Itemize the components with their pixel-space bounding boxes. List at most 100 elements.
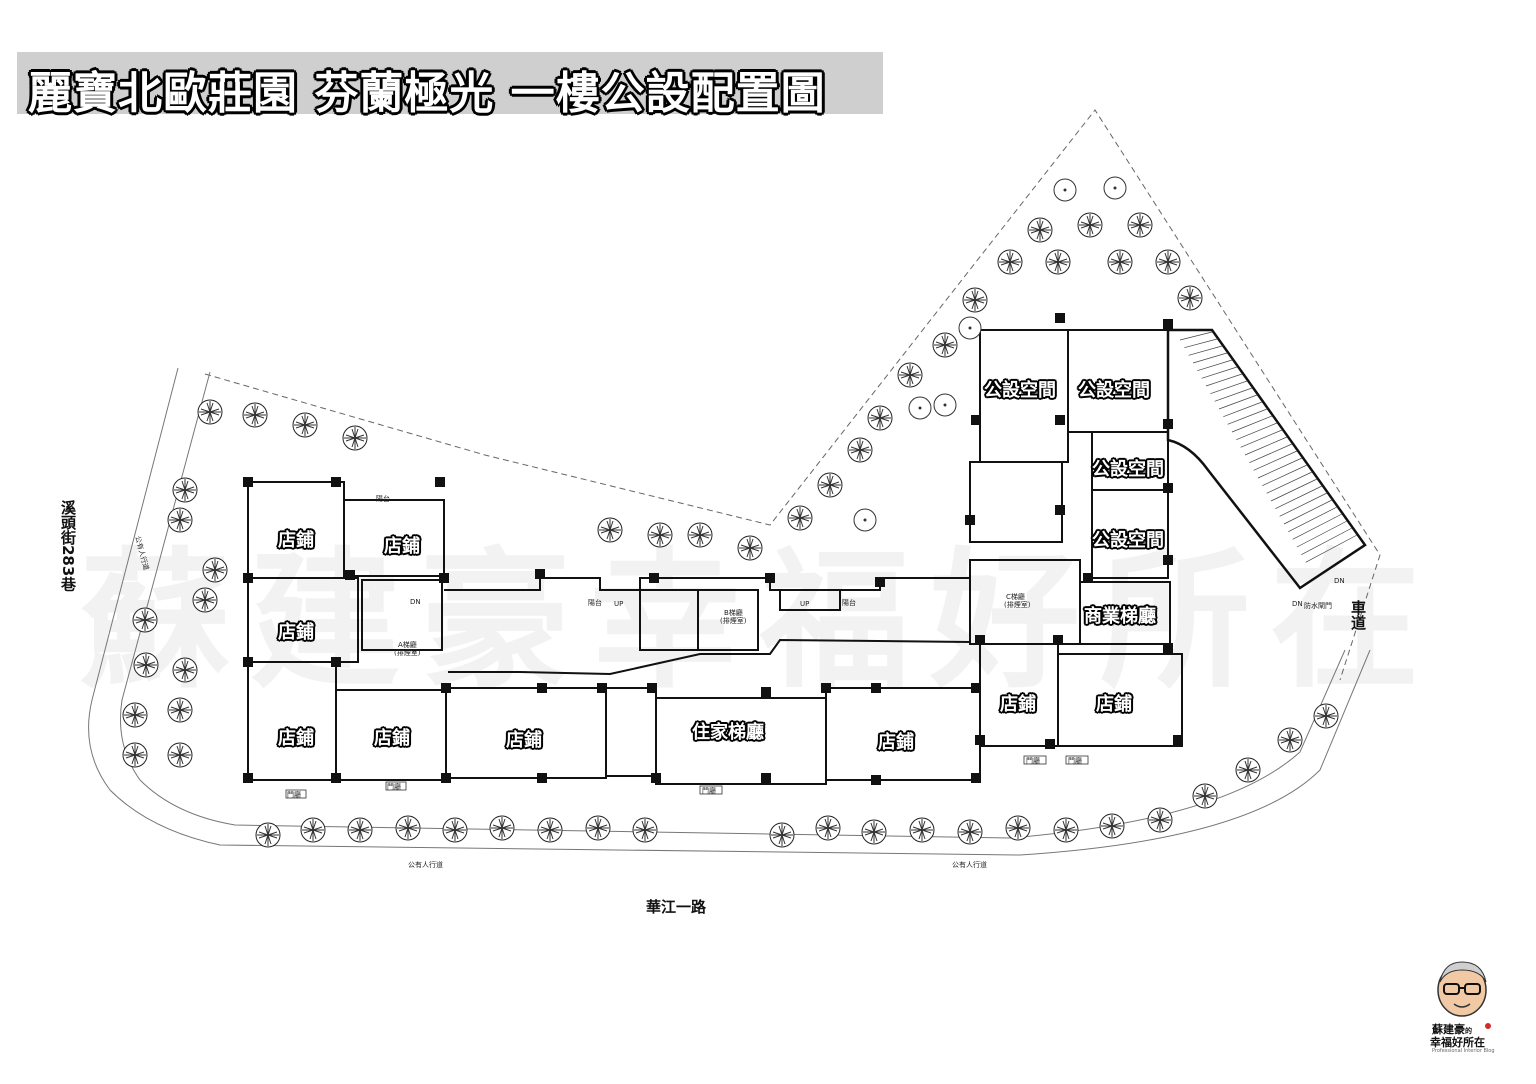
ramp-stripe xyxy=(1223,401,1263,417)
tree-icon xyxy=(172,657,198,683)
column xyxy=(761,687,771,697)
stair-a-label: A梯廳 xyxy=(398,641,417,649)
column xyxy=(439,573,449,583)
tree-icon xyxy=(737,535,763,561)
tree-icon xyxy=(1155,249,1181,275)
column xyxy=(1173,735,1183,745)
tree-icon xyxy=(1103,176,1127,200)
column xyxy=(647,683,657,693)
column xyxy=(651,773,661,783)
tree-icon xyxy=(167,507,193,533)
tree-icon xyxy=(908,396,932,420)
tree-icon xyxy=(787,505,813,531)
column xyxy=(1163,555,1173,565)
column xyxy=(871,775,881,785)
logo-tagline: 幸福好所在 xyxy=(1430,1036,1485,1049)
title-banner xyxy=(17,52,883,114)
tree-icon xyxy=(1053,817,1079,843)
balcony-label: 陽台 xyxy=(376,495,390,503)
floodgate-label: 防水閘門 xyxy=(1304,602,1332,610)
tree-icon xyxy=(489,815,515,841)
ramp-stripe xyxy=(1301,527,1353,555)
ramp-stripe xyxy=(1214,387,1253,402)
column xyxy=(971,683,981,693)
tree-icon xyxy=(1107,249,1133,275)
ramp-stripe xyxy=(1210,380,1248,394)
column xyxy=(975,735,985,745)
column xyxy=(1055,505,1065,515)
column xyxy=(975,635,985,645)
commercial-lobby-label: 商業梯廳 xyxy=(1084,606,1156,627)
tree-icon xyxy=(958,316,982,340)
column xyxy=(441,773,451,783)
ramp-stripe xyxy=(1253,450,1298,471)
ramp-stripe xyxy=(1296,520,1348,548)
tree-icon xyxy=(1005,815,1031,841)
column xyxy=(965,515,975,525)
watermark: 蘇建豪幸福好所在 xyxy=(80,535,1441,709)
column xyxy=(537,683,547,693)
ramp-stripe xyxy=(1240,429,1283,448)
tree-icon xyxy=(202,557,228,583)
ramp-stripe xyxy=(1188,345,1223,356)
tree-icon xyxy=(342,425,368,451)
column xyxy=(971,415,981,425)
column xyxy=(821,683,831,693)
tree-icon xyxy=(585,815,611,841)
column xyxy=(331,657,341,667)
ramp-stripe xyxy=(1236,422,1278,440)
shop-label: 店鋪 xyxy=(278,622,314,643)
stair-b-sub-label: (排煙室) xyxy=(720,617,747,625)
balcony-label: 陽台 xyxy=(588,599,602,607)
logo-sub: Professional Interior Blog xyxy=(1432,1048,1495,1054)
building-walls xyxy=(247,329,1183,785)
dn-label: DN xyxy=(410,598,421,606)
ramp-stripe xyxy=(1292,513,1343,540)
column xyxy=(331,477,341,487)
column xyxy=(1055,313,1065,323)
door-label: 門廳 xyxy=(702,787,716,795)
shop-label: 店鋪 xyxy=(506,730,542,751)
column xyxy=(537,773,547,783)
column xyxy=(1053,635,1063,645)
logo-name: 蘇建豪的 xyxy=(1432,1023,1472,1036)
tree-icon xyxy=(909,817,935,843)
tree-icon xyxy=(197,399,223,425)
balcony-label: 陽台 xyxy=(842,599,856,607)
tree-icon xyxy=(1045,249,1071,275)
public-space-label: 公設空間 xyxy=(984,380,1056,401)
up-label: UP xyxy=(800,600,810,608)
tree-icon xyxy=(122,702,148,728)
tree-icon xyxy=(1127,212,1153,238)
column xyxy=(243,573,253,583)
tree-icon xyxy=(687,522,713,548)
avatar-logo xyxy=(1437,961,1491,1029)
door-label: 門廳 xyxy=(287,791,301,799)
tree-icon xyxy=(442,817,468,843)
column xyxy=(649,573,659,583)
tree-icon xyxy=(395,815,421,841)
ramp-stripe xyxy=(1270,478,1318,502)
column xyxy=(1045,739,1055,749)
tree-icon xyxy=(1077,212,1103,238)
shop-label: 店鋪 xyxy=(384,536,420,557)
tree-icon xyxy=(933,393,957,417)
shop-label: 店鋪 xyxy=(1096,694,1132,715)
tree-icon xyxy=(1192,783,1218,809)
ramp-stripe xyxy=(1275,485,1323,509)
dn-label: DN xyxy=(1334,577,1345,585)
stair-b-label: B梯廳 xyxy=(724,609,743,617)
column xyxy=(971,773,981,783)
tree-icon xyxy=(817,472,843,498)
tree-icon xyxy=(1313,703,1339,729)
ramp-stripe xyxy=(1218,394,1258,410)
shop-label: 店鋪 xyxy=(278,530,314,551)
tree-icon xyxy=(133,652,159,678)
tree-icon xyxy=(167,742,193,768)
ramp-stripe xyxy=(1279,492,1328,517)
column xyxy=(1055,415,1065,425)
tree-icon xyxy=(815,815,841,841)
ramp-stripe xyxy=(1288,506,1338,532)
tree-icon xyxy=(769,822,795,848)
